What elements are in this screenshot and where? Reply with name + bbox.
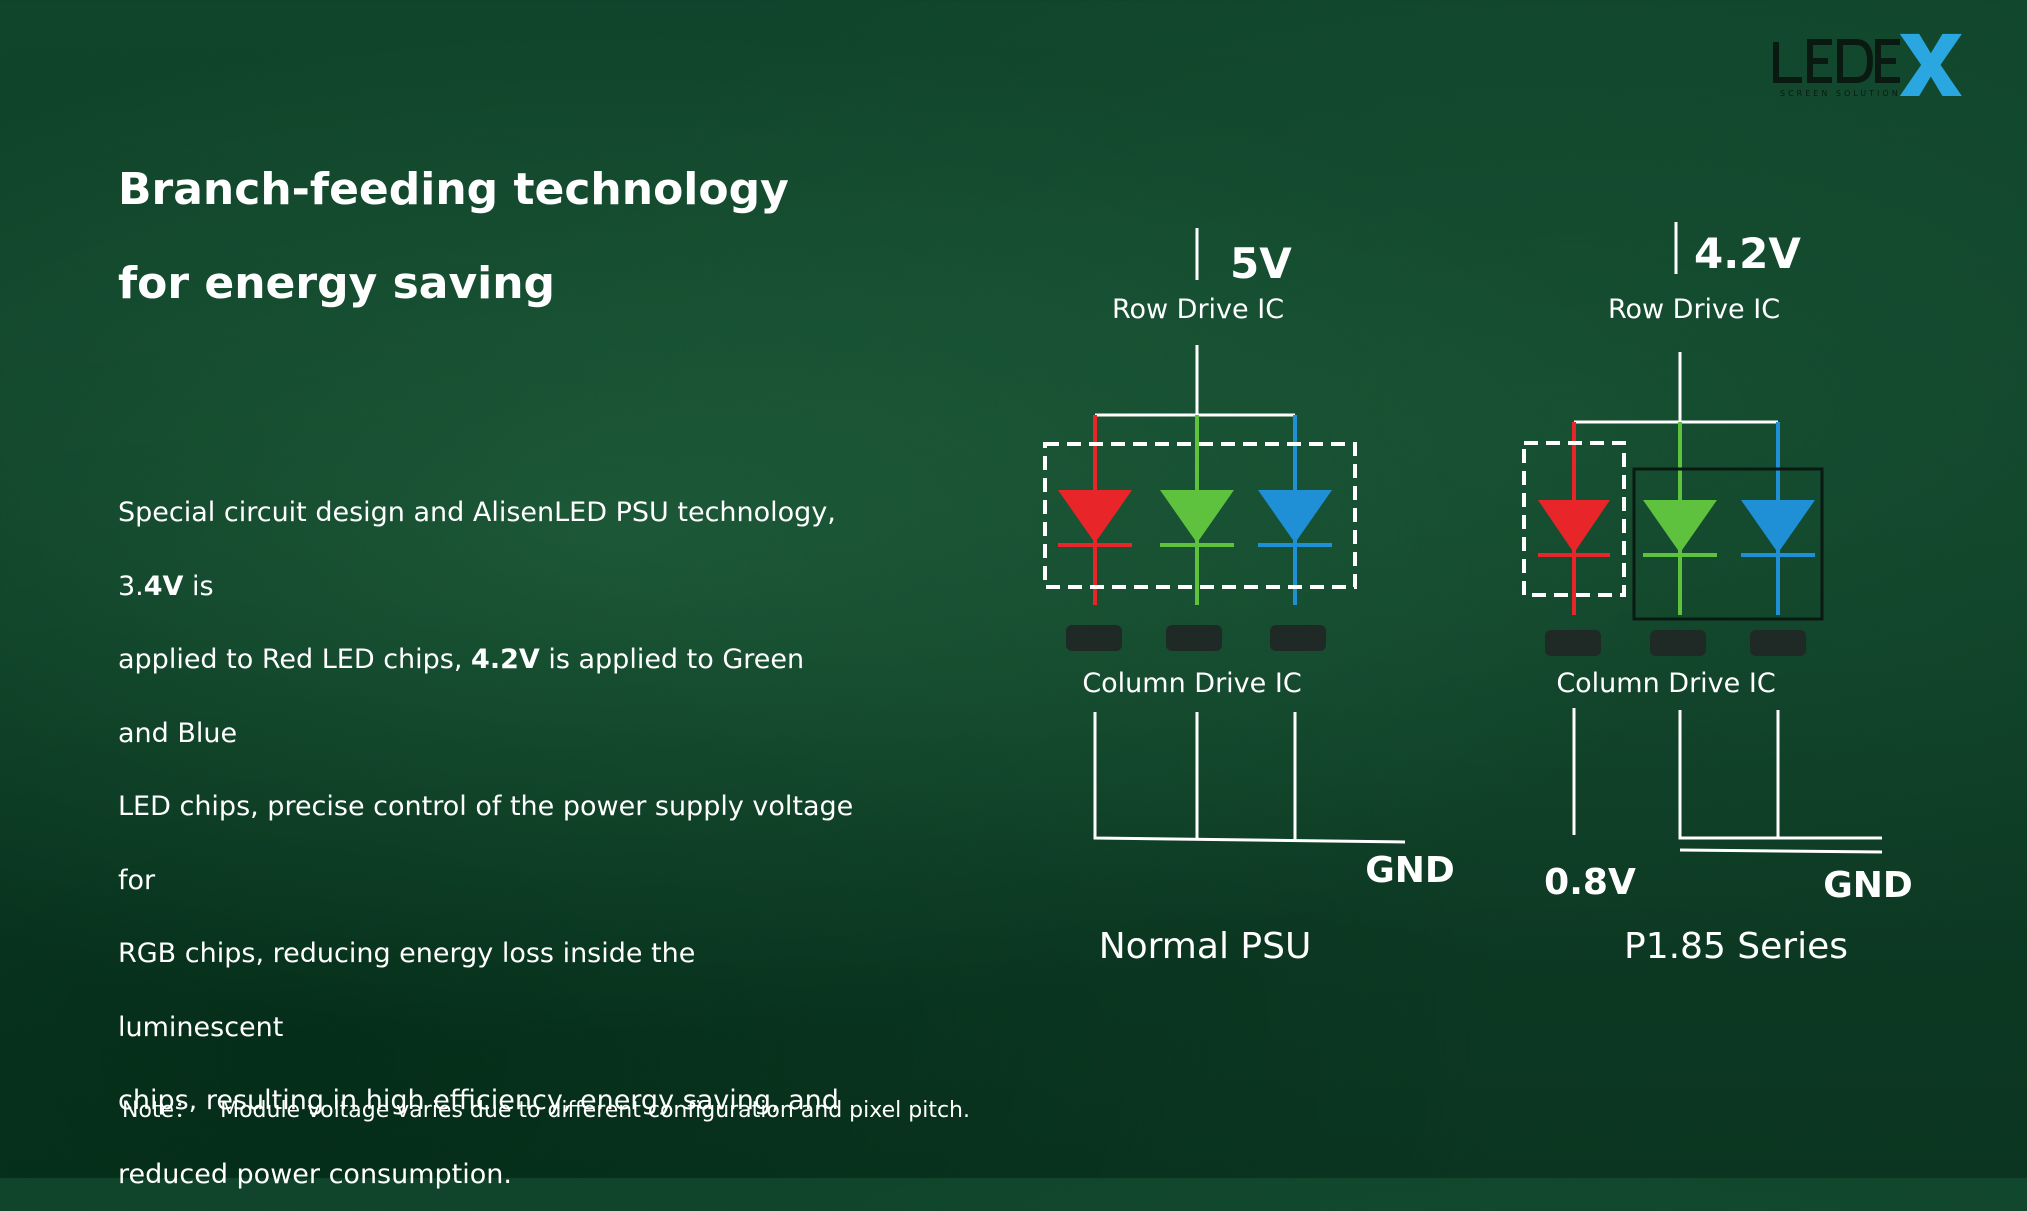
left-gnd-label: GND [1365,850,1455,891]
right-column-drive-label: Column Drive IC [1556,668,1775,699]
right-caption: P1.85 Series [1624,926,1848,967]
right-green-led-icon [1643,500,1717,555]
right-green-blue-group-box [1634,469,1822,619]
right-row-drive-label: Row Drive IC [1608,294,1780,325]
left-column-ic-chip-1 [1066,625,1122,651]
left-caption: Normal PSU [1099,926,1312,967]
right-column-ic-chip-3 [1750,630,1806,656]
right-gnd-label: GND [1823,865,1913,906]
circuit-diagrams: .wire { stroke:#fff; stroke-width:3; fil… [0,0,2027,1178]
right-voltage-label: 4.2V [1694,229,1801,278]
left-voltage-label: 5V [1230,239,1292,288]
left-column-drive-label: Column Drive IC [1082,668,1301,699]
right-low-voltage-label: 0.8V [1544,862,1636,903]
right-blue-led-icon [1741,500,1815,555]
right-diagram: 4.2V Row Drive IC Column Drive IC 0.8V G… [1524,222,1913,967]
right-red-led-icon [1538,500,1610,555]
left-row-drive-label: Row Drive IC [1112,294,1284,325]
right-column-ic-chip-1 [1545,630,1601,656]
left-red-led-icon [1058,490,1132,545]
left-column-ic-chip-2 [1166,625,1222,651]
left-blue-led-icon [1258,490,1332,545]
left-diagram: 5V Row Drive IC Column Drive IC GND Norm… [1045,228,1455,967]
right-column-ic-chip-2 [1650,630,1706,656]
left-green-led-icon [1160,490,1234,545]
left-column-ic-chip-3 [1270,625,1326,651]
